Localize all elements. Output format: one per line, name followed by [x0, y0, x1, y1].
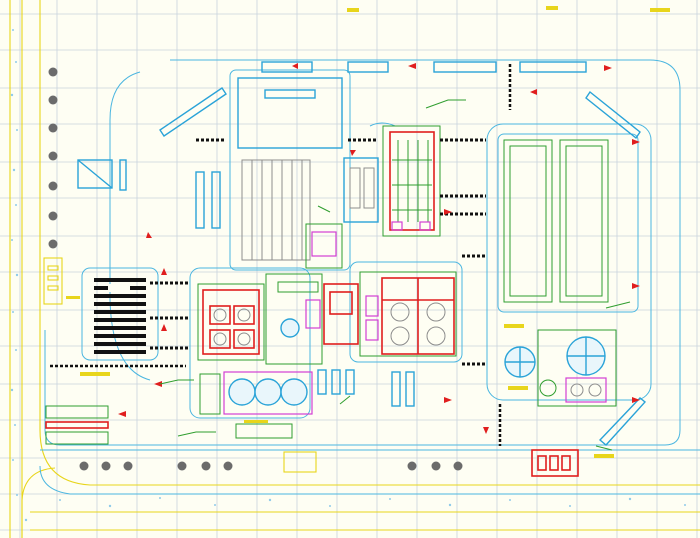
entrance-gate-structures: [261, 61, 587, 99]
label-markers: [66, 6, 670, 458]
landscape-strip-bottom: [59, 497, 686, 508]
sludge-drying-beds: [195, 77, 343, 261]
storage-lagoons: [503, 139, 609, 303]
sludge-storage-building: [94, 278, 146, 354]
generator-yard: [531, 449, 579, 477]
chemical-dosing-building: [305, 157, 379, 269]
weighbridge: [45, 405, 109, 445]
clarifier-units: [504, 329, 617, 407]
main-process-block: [197, 273, 359, 365]
guard-house: [43, 159, 127, 305]
secondary-process-block: [359, 271, 457, 357]
leader-annotations: [159, 99, 631, 451]
flow-arrows: [118, 63, 640, 434]
tree-markers: [48, 67, 463, 471]
aeration-tanks: [199, 371, 313, 415]
internal-road-network: [39, 59, 700, 495]
landscape-strip-left: [10, 29, 28, 522]
site-boundary: [9, 0, 700, 538]
utility-units: [235, 369, 415, 473]
filter-building: [382, 125, 441, 237]
fence-ticks: [50, 64, 512, 446]
access-ramps: [159, 87, 647, 446]
